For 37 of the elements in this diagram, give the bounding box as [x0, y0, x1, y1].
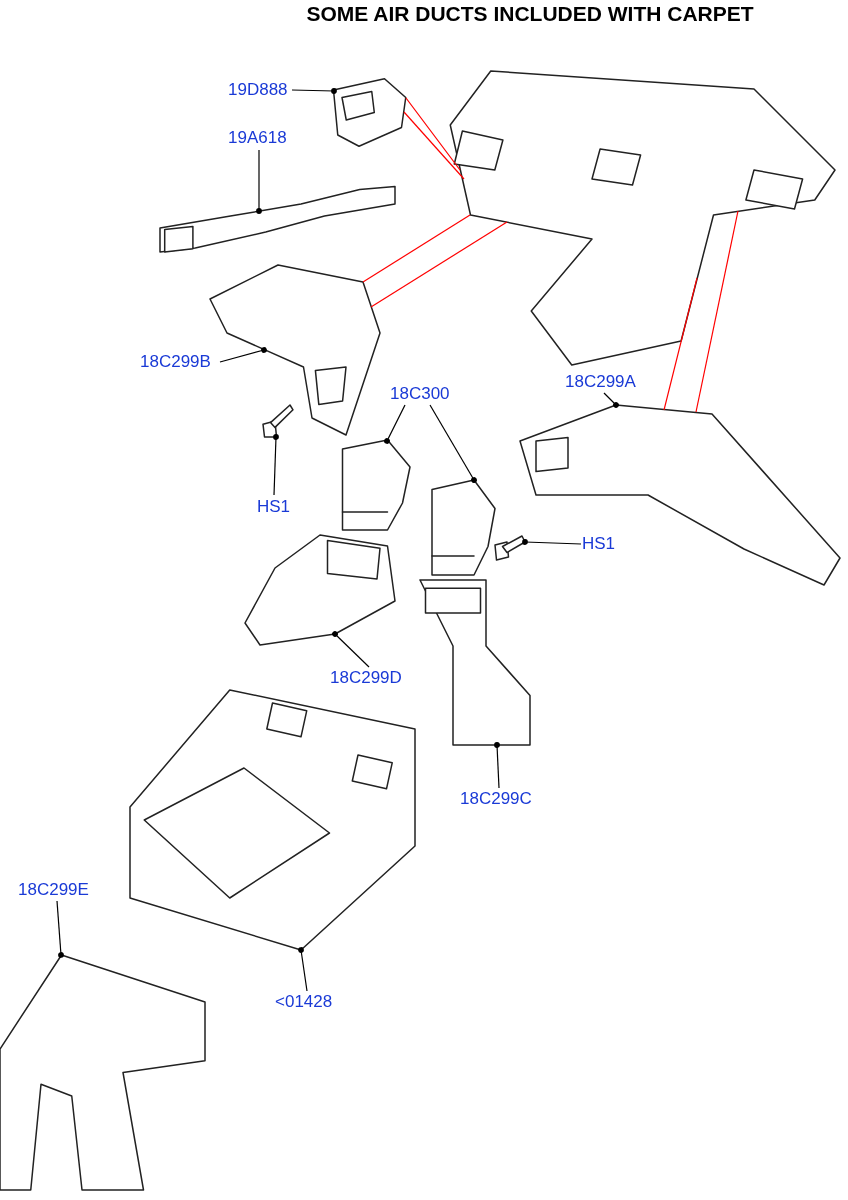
- part-number: 19A618: [228, 128, 287, 148]
- heater-box-drawing: [130, 690, 415, 950]
- leader-line: [291, 88, 337, 94]
- part-number: 18C299C: [460, 789, 532, 809]
- air-duct-drawing: [245, 535, 395, 645]
- part-number: 19D888: [228, 80, 288, 100]
- leader-line: [522, 539, 582, 545]
- leader-line: [298, 947, 308, 992]
- leader-line: [56, 900, 64, 958]
- leader-line: [332, 631, 370, 668]
- part-number: 18C299D: [330, 668, 402, 688]
- leader-line: [429, 404, 477, 483]
- part-number: HS1: [257, 497, 291, 517]
- part-number: <01428: [275, 992, 333, 1012]
- air-duct-drawing: [420, 580, 530, 745]
- diagram-title: SOME AIR DUCTS INCLUDED WITH CARPET: [305, 2, 755, 26]
- part-number: 18C299E: [18, 880, 89, 900]
- leader-line: [384, 404, 406, 444]
- guide-line: [403, 111, 465, 180]
- part-number: 18C299B: [140, 352, 211, 372]
- guide-line: [663, 277, 698, 411]
- bolt-drawing: [263, 405, 293, 437]
- part-number: 18C299A: [565, 372, 636, 392]
- leader-line: [219, 347, 267, 363]
- leader-line: [256, 149, 262, 214]
- air-duct-drawing: [0, 955, 205, 1190]
- guide-line: [370, 221, 508, 308]
- part-number: 18C300: [390, 384, 450, 404]
- air-duct-drawing: [210, 265, 380, 435]
- guide-line: [405, 97, 461, 171]
- leader-line: [603, 392, 619, 408]
- air-duct-drawing: [520, 405, 840, 585]
- guide-line: [695, 210, 739, 413]
- leader-line: [273, 434, 279, 496]
- part-number: HS1: [582, 534, 616, 554]
- leader-line: [494, 742, 500, 789]
- guide-line: [362, 214, 471, 283]
